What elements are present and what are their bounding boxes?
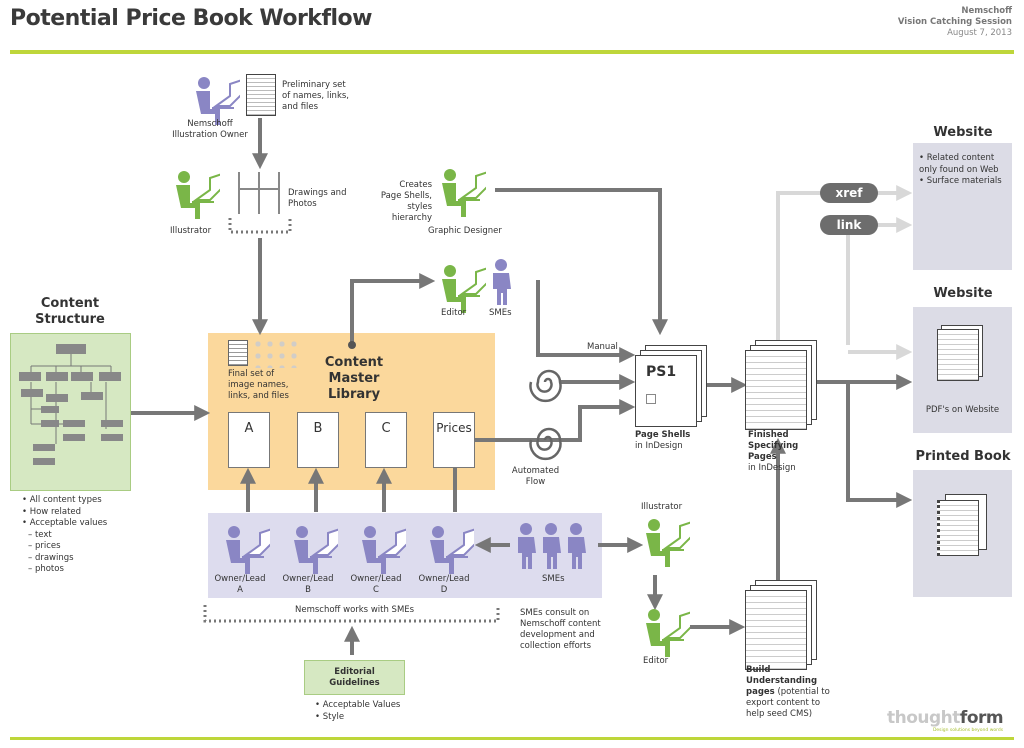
bullet: • How related: [22, 506, 82, 517]
website1-box: • Related content only found on Web• Sur…: [913, 143, 1012, 270]
finished-bold: Finished Specifying Pages: [748, 430, 799, 462]
xref-pill: xref: [820, 183, 878, 203]
owner-label: Nemschoff Illustration Owner: [172, 119, 248, 140]
sme-1-icon: [515, 522, 537, 573]
owner-a-icon: [222, 525, 273, 578]
printed-book-box: [913, 470, 1012, 597]
owner-d-icon: [426, 525, 477, 578]
arrow-to-website-link: [846, 217, 913, 345]
ps1-page: PS1: [635, 355, 697, 427]
ps1-text: PS1: [646, 364, 677, 380]
image-files-icon: [252, 338, 298, 368]
editorial-guidelines-box: Editorial Guidelines: [304, 660, 405, 695]
bullet: • Acceptable values: [22, 518, 108, 528]
bullet: – photos: [28, 564, 64, 574]
card-c: C: [365, 412, 407, 468]
file-list-icon: [228, 340, 248, 366]
website1-title: Website: [933, 125, 993, 140]
build-label: Build Understanding pages (potential to …: [746, 665, 831, 720]
owner-b-icon: [290, 525, 341, 578]
printed-book-title: Printed Book: [915, 449, 1011, 464]
content-structure-title: Content Structure: [35, 296, 105, 327]
content-structure-box: [10, 333, 131, 491]
bullet: • Surface materials: [919, 176, 1002, 186]
page-shells-sub: in InDesign: [635, 441, 683, 451]
finished-page: [745, 350, 807, 430]
smes-person-icon: [490, 258, 512, 309]
page-shells-bold: Page Shells: [635, 430, 691, 440]
owner-c-icon: [358, 525, 409, 578]
card-a: A: [228, 412, 270, 468]
bullet: • Style: [315, 711, 345, 722]
illustrator-right-label: Illustrator: [641, 502, 683, 512]
editor-right-icon: [642, 608, 693, 661]
spiral-icons: [529, 369, 562, 461]
illustrator-label: Illustrator: [170, 226, 212, 236]
client-name: Nemschoff: [961, 6, 1012, 16]
page-title: Potential Price Book Workflow: [10, 6, 373, 31]
bullet: – text: [28, 529, 52, 540]
hierarchy-icon: [19, 344, 123, 465]
bullet: – prices: [28, 541, 61, 551]
link-pill: link: [820, 215, 878, 235]
smes-label: SMEs: [489, 308, 512, 318]
session-name: Vision Catching Session: [897, 17, 1012, 27]
header-rule: [10, 50, 1014, 54]
editor-right-label: Editor: [643, 656, 669, 666]
editor-person-icon: [438, 264, 489, 317]
designer-note: Creates Page Shells, styles hierarchy: [380, 180, 432, 223]
owner-d-label: Owner/Lead D: [418, 574, 470, 595]
document-icon: [246, 74, 276, 116]
bullet: • Acceptable Values: [315, 700, 401, 710]
card-prices: Prices: [433, 412, 475, 468]
build-sub: (potential to export content to help see…: [746, 687, 830, 719]
bullet: – drawings: [28, 552, 74, 563]
editorial-bullets: • Acceptable Values• Style: [315, 700, 400, 723]
sme-2-icon: [540, 522, 562, 573]
owner-c-label: Owner/Lead C: [350, 574, 402, 595]
bullet: • Related content only found on Web: [919, 153, 999, 175]
image-placeholder-icon: [646, 394, 656, 404]
designer-label: Graphic Designer: [428, 226, 502, 236]
footer-rule: [10, 737, 1014, 740]
drawings-text: Drawings and Photos: [288, 188, 347, 209]
pdf-caption: PDF's on Website: [925, 405, 1000, 415]
build-page: [745, 590, 807, 670]
manual-label: Manual: [587, 342, 618, 352]
card-b: B: [297, 412, 339, 468]
smes-group-label: SMEs: [542, 574, 565, 584]
consult-text: SMEs consult on Nemschoff content develo…: [520, 608, 601, 651]
owner-b-label: Owner/Lead B: [282, 574, 334, 595]
website2-title: Website: [933, 286, 993, 301]
chair-icon: [238, 172, 280, 214]
content-structure-bullets: • All content types• How related• Accept…: [22, 495, 107, 576]
finished-sub: in InDesign: [748, 463, 796, 473]
preliminary-text: Preliminary set of names, links, and fil…: [282, 80, 349, 112]
tagline: Design solutions beyond words: [932, 728, 1004, 733]
logo-light: thought: [887, 708, 960, 728]
illustrator-right-icon: [642, 518, 693, 571]
automated-flow-label: Automated Flow: [511, 466, 560, 487]
illustrator-person-icon: [172, 170, 223, 223]
build-bold: Build Understanding pages: [746, 665, 818, 697]
library-title: Content Master Library: [324, 355, 384, 402]
book-icon: [937, 500, 979, 556]
works-with-text: Nemschoff works with SMEs: [295, 605, 415, 615]
sme-3-icon: [565, 522, 587, 573]
editor-label: Editor: [441, 308, 467, 318]
logo-dark: form: [959, 708, 1004, 728]
designer-person-icon: [438, 168, 489, 221]
owner-a-label: Owner/Lead A: [214, 574, 266, 595]
bullet: • All content types: [22, 495, 102, 505]
pdf-icon: [937, 329, 979, 381]
date: August 7, 2013: [947, 28, 1012, 38]
final-set-text: Final set of image names, links, and fil…: [228, 369, 289, 401]
website2-box: PDF's on Website: [913, 307, 1012, 433]
